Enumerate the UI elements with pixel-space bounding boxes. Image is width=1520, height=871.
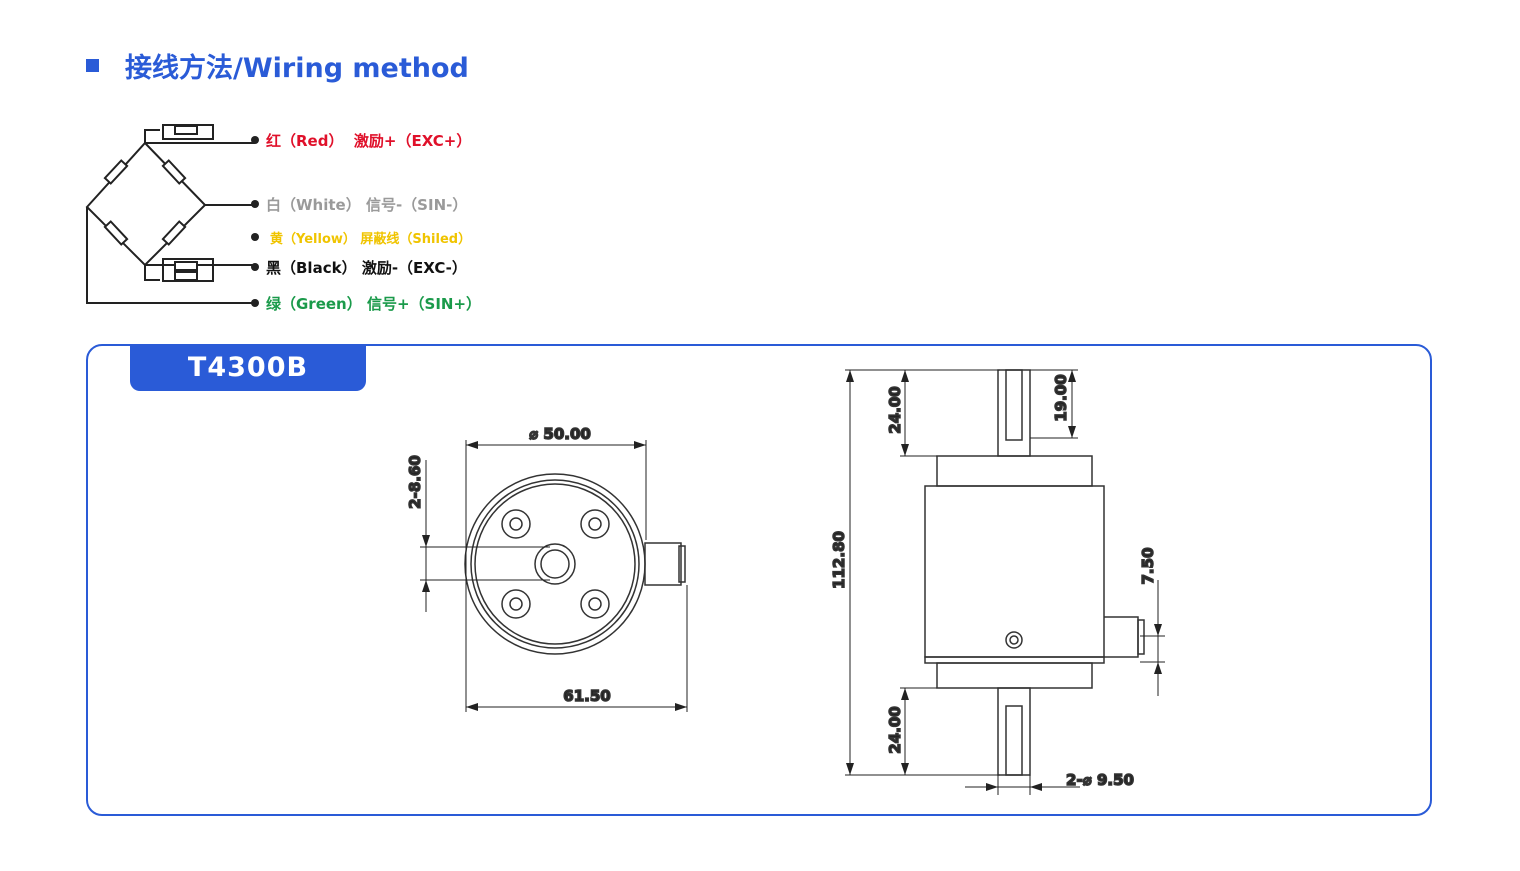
dim-width-61: 61.50: [563, 687, 610, 705]
dim-height-112: 112.80: [830, 531, 848, 589]
wire-yellow: 黄（Yellow） 屏蔽线（Shiled）: [270, 232, 472, 247]
dim-shaft-bottom-24: 24.00: [886, 706, 904, 753]
wire-black: 黑（Black） 激励-（EXC-）: [266, 259, 467, 277]
title-text: 接线方法/Wiring method: [125, 53, 469, 84]
bridge-circuit-diagram: [85, 124, 259, 307]
section-title: 接线方法/Wiring method: [86, 46, 469, 85]
dim-connector-7-5: 7.50: [1139, 547, 1157, 584]
wire-green: 绿（Green） 信号+（SIN+）: [266, 295, 482, 313]
model-tab: T4300B: [130, 344, 366, 391]
wire-white: 白（White） 信号-（SIN-）: [266, 196, 468, 214]
dim-diameter-50: ⌀ 50.00: [529, 425, 591, 443]
dim-shaft-top-24: 24.00: [886, 386, 904, 433]
dimension-panel: [86, 344, 1432, 816]
wire-red: 红（Red） 激励+（EXC+）: [266, 132, 472, 150]
bullet-square-icon: [86, 59, 99, 72]
dim-shaft-flat-19: 19.00: [1052, 374, 1070, 421]
dim-shaft-diameter: 2-⌀ 9.50: [1066, 771, 1134, 789]
dim-hole-8: 2-8.60: [406, 455, 424, 509]
